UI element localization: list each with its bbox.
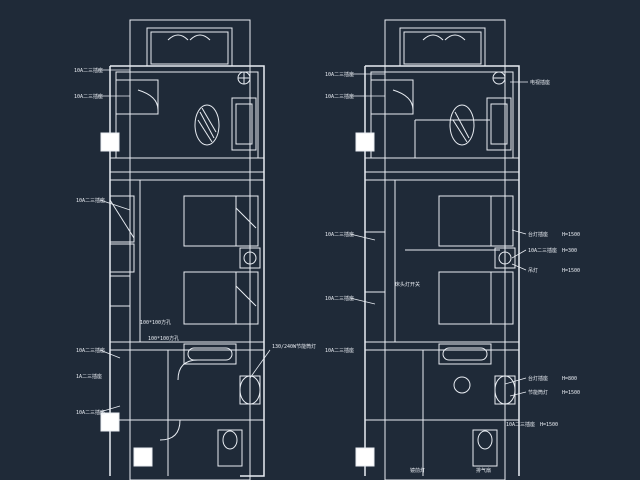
- right-label-1: 10A二三插座: [325, 71, 354, 78]
- right-dim-5: H=1500: [562, 390, 580, 396]
- right-label-4: 10A二三插座: [325, 295, 354, 302]
- right-label-12: 节能筒灯: [528, 389, 548, 396]
- right-dim-6: H=1500: [540, 422, 558, 428]
- right-floor-plan: [355, 19, 520, 480]
- left-label-2: 10A二三插座: [74, 93, 103, 100]
- right-label-11: 台灯插座: [528, 375, 548, 382]
- left-label-3: 10A二三插座: [76, 197, 105, 204]
- right-label-9: 10A二三插座: [528, 247, 557, 254]
- left-label-8: 100*100方孔: [148, 335, 179, 342]
- right-label-3: 10A二三插座: [325, 231, 354, 238]
- right-label-10: 吊灯: [528, 267, 538, 274]
- right-label-2: 10A二三插座: [325, 93, 354, 100]
- right-label-15: 排气扇: [476, 467, 491, 474]
- right-leaders: [349, 73, 528, 397]
- right-label-8: 台灯插座: [528, 231, 548, 238]
- left-floor-plan: [100, 19, 265, 480]
- left-leaders: [98, 69, 271, 413]
- left-label-4: 10A二三插座: [76, 347, 105, 354]
- right-label-13: 10A二三插座: [506, 421, 535, 428]
- right-dim-4: H=800: [562, 376, 577, 382]
- right-dimensions: H=1500 H=300 H=1500 H=800 H=1500 H=1500: [540, 232, 580, 428]
- right-label-6: 10A二三插座: [325, 347, 354, 354]
- left-label-9: 1A二三插座: [76, 373, 102, 380]
- left-label-6: 10A二三插座: [76, 409, 105, 416]
- right-dim-3: H=1500: [562, 268, 580, 274]
- left-annotations: 10A二三插座 10A二三插座 10A二三插座 10A二三插座 130/240W…: [74, 67, 316, 416]
- right-label-14: 镜前灯: [410, 467, 425, 474]
- right-label-5: 床头灯开关: [395, 281, 420, 288]
- left-label-5: 130/240W节能筒灯: [272, 343, 316, 350]
- right-annotations: 10A二三插座 10A二三插座 10A二三插座 10A二三插座 床头灯开关 10…: [325, 71, 557, 474]
- right-dim-2: H=300: [562, 248, 577, 254]
- left-label-1: 10A二三插座: [74, 67, 103, 74]
- right-dim-1: H=1500: [562, 232, 580, 238]
- right-label-7: 电视插座: [530, 79, 550, 86]
- left-label-7: 100*100方孔: [140, 319, 171, 326]
